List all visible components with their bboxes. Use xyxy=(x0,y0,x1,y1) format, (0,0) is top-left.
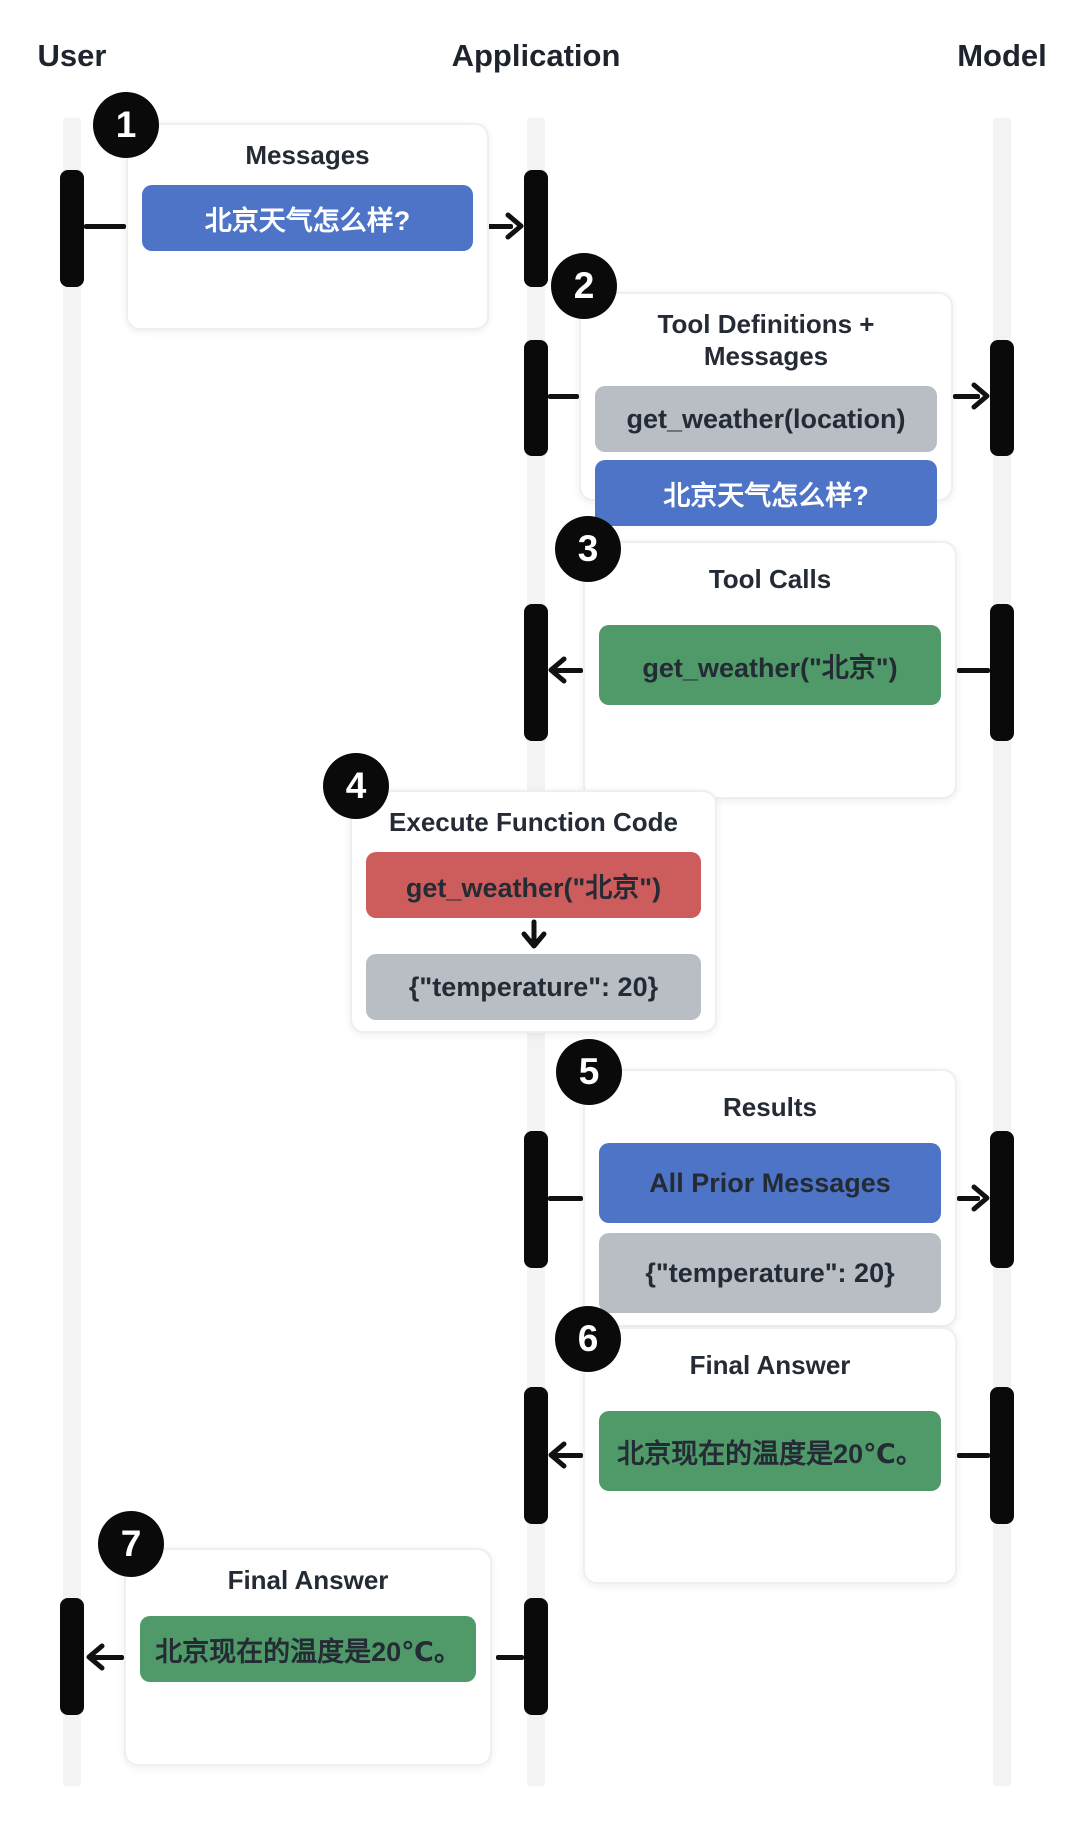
card-step4-execute-function: Execute Function Code get_weather("北京") … xyxy=(350,790,717,1033)
card-title: Tool Calls xyxy=(708,564,832,594)
activation-app-step5 xyxy=(524,1131,548,1268)
activation-app-step6 xyxy=(524,1387,548,1524)
card-step2-tool-definitions: Tool Definitions + Messages get_weather(… xyxy=(579,292,953,526)
message-line-step2-right xyxy=(953,394,980,399)
step-badge-7: 7 xyxy=(98,1511,164,1577)
function-result-pill: {"temperature": 20} xyxy=(366,954,701,1020)
message-line-step1-left xyxy=(84,224,126,229)
arrowhead-left-icon xyxy=(548,1441,567,1469)
message-line-step2-left xyxy=(548,394,579,399)
message-line-step6-left xyxy=(551,1453,583,1458)
activation-model-step2 xyxy=(990,340,1014,456)
message-line-step1-right xyxy=(487,224,513,229)
card-step3-tool-calls: Tool Calls get_weather("北京") xyxy=(583,541,957,799)
card-title: Results xyxy=(723,1092,817,1122)
activation-app-step3 xyxy=(524,604,548,741)
actor-label-model: Model xyxy=(957,38,1047,73)
arrowhead-right-icon xyxy=(505,212,524,240)
step-badge-6: 6 xyxy=(555,1306,621,1372)
arrowhead-right-icon xyxy=(971,1184,990,1212)
arrowhead-left-icon xyxy=(86,1643,105,1671)
step-badge-5: 5 xyxy=(556,1039,622,1105)
step-badge-4: 4 xyxy=(323,753,389,819)
card-step7-final-answer: Final Answer 北京现在的温度是20℃。 xyxy=(124,1548,492,1766)
card-title: Tool Definitions + Messages xyxy=(657,309,875,371)
arrowhead-right-icon xyxy=(971,382,990,410)
activation-app-step7 xyxy=(524,1598,548,1715)
activation-model-step5 xyxy=(990,1131,1014,1268)
lifeline-user xyxy=(63,118,81,1786)
card-title: Messages xyxy=(245,140,370,170)
tool-definition-pill: get_weather(location) xyxy=(595,386,937,452)
step-badge-1: 1 xyxy=(93,92,159,158)
activation-user-step7 xyxy=(60,1598,84,1715)
message-line-step5-right xyxy=(957,1196,980,1201)
message-line-step7-right xyxy=(496,1655,524,1660)
arrowhead-left-icon xyxy=(548,656,567,684)
function-call-pill: get_weather("北京") xyxy=(366,852,701,918)
card-step1-messages: Messages 北京天气怎么样? xyxy=(126,123,489,330)
card-step6-final-answer: Final Answer 北京现在的温度是20℃。 xyxy=(583,1327,957,1584)
message-pill: 北京天气怎么样? xyxy=(595,460,937,526)
card-title: Final Answer xyxy=(227,1565,389,1595)
card-title: Execute Function Code xyxy=(389,807,678,837)
activation-user-step1 xyxy=(60,170,84,287)
actor-label-user: User xyxy=(37,38,107,73)
message-line-step5-left xyxy=(548,1196,583,1201)
actor-label-application: Application xyxy=(451,38,621,73)
message-line-step7-left xyxy=(90,1655,124,1660)
arrow-down-icon xyxy=(366,918,701,954)
activation-app-step1 xyxy=(524,170,548,287)
lifeline-model xyxy=(993,118,1011,1786)
message-pill: 北京天气怎么样? xyxy=(142,185,473,251)
message-line-step3-right xyxy=(957,668,990,673)
step-badge-3: 3 xyxy=(555,516,621,582)
card-title: Final Answer xyxy=(689,1350,851,1380)
activation-app-step2 xyxy=(524,340,548,456)
card-step5-results: Results All Prior Messages {"temperature… xyxy=(583,1069,957,1327)
tool-call-pill: get_weather("北京") xyxy=(599,625,941,705)
activation-model-step3 xyxy=(990,604,1014,741)
message-line-step6-right xyxy=(957,1453,990,1458)
result-pill: {"temperature": 20} xyxy=(599,1233,941,1313)
activation-model-step6 xyxy=(990,1387,1014,1524)
step-badge-2: 2 xyxy=(551,253,617,319)
message-line-step3-left xyxy=(551,668,583,673)
final-answer-pill: 北京现在的温度是20℃。 xyxy=(599,1411,941,1491)
final-answer-pill: 北京现在的温度是20℃。 xyxy=(140,1616,476,1682)
prior-messages-pill: All Prior Messages xyxy=(599,1143,941,1223)
